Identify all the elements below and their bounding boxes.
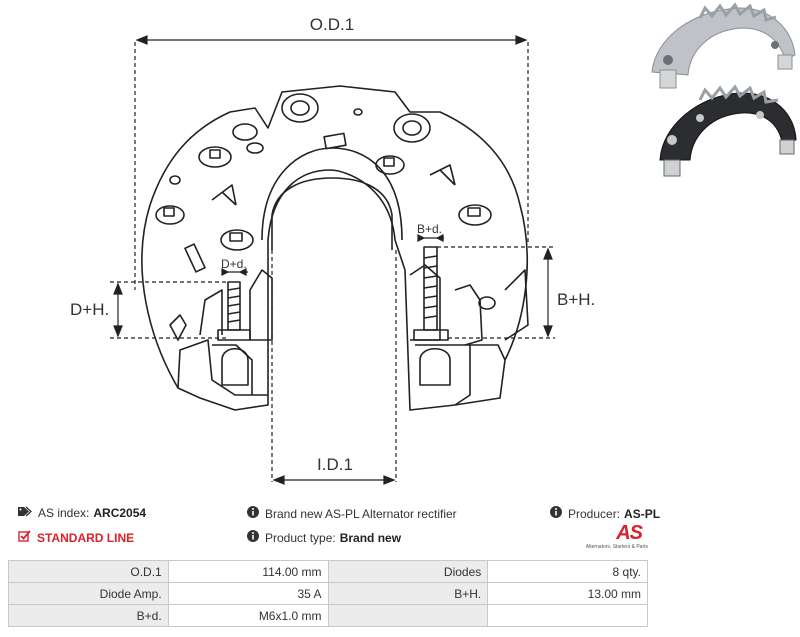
as-index-label: AS index: bbox=[38, 506, 90, 520]
tags-icon bbox=[18, 506, 32, 520]
spec-value: 8 qty. bbox=[487, 560, 648, 583]
product-type-label: Product type: bbox=[265, 530, 336, 545]
producer-label: Producer: bbox=[568, 506, 621, 521]
technical-drawing: O.D.1 I.D.1 D+H. B+H. D+d. B+d. bbox=[70, 2, 797, 485]
table-row: Diode Amp. 35 A B+H. 13.00 mm bbox=[8, 582, 648, 605]
checkbox-icon bbox=[18, 530, 31, 545]
spec-key bbox=[327, 604, 489, 627]
producer-row: Producer: AS-PL bbox=[550, 506, 660, 521]
spec-value: M6x1.0 mm bbox=[167, 604, 329, 627]
product-photo-top bbox=[651, 2, 796, 89]
info-icon bbox=[247, 506, 259, 521]
standard-line-label: STANDARD LINE bbox=[37, 530, 135, 545]
spec-key: Diode Amp. bbox=[8, 582, 169, 605]
product-photo-bottom bbox=[659, 84, 797, 177]
rectifier-outline bbox=[141, 85, 528, 411]
spec-key: B+d. bbox=[8, 604, 169, 627]
dh-label: D+H. bbox=[70, 300, 109, 319]
table-row: O.D.1 114.00 mm Diodes 8 qty. bbox=[8, 560, 648, 583]
product-info: AS index: ARC2054 STANDARD LINE Brand ne… bbox=[0, 500, 800, 556]
producer-value: AS-PL bbox=[624, 506, 661, 521]
as-logo: AS Alternators, Starters & Parts bbox=[586, 522, 648, 554]
dd-label: D+d. bbox=[221, 257, 247, 271]
spec-value: 114.00 mm bbox=[167, 560, 329, 583]
spec-key: O.D.1 bbox=[8, 560, 169, 583]
table-row: B+d. M6x1.0 mm bbox=[8, 604, 648, 627]
standard-line-row: STANDARD LINE bbox=[18, 530, 134, 545]
spec-key: B+H. bbox=[327, 582, 489, 605]
description-text: Brand new AS-PL Alternator rectifier bbox=[265, 506, 457, 521]
specs-table: O.D.1 114.00 mm Diodes 8 qty. Diode Amp.… bbox=[8, 560, 648, 627]
spec-value bbox=[487, 604, 648, 627]
as-index-value: ARC2054 bbox=[93, 506, 147, 520]
spec-value: 35 A bbox=[167, 582, 329, 605]
product-type-row: Product type: Brand new bbox=[247, 530, 401, 545]
info-icon bbox=[550, 506, 562, 521]
bh-label: B+H. bbox=[557, 290, 595, 309]
product-type-value: Brand new bbox=[339, 530, 402, 545]
description-row: Brand new AS-PL Alternator rectifier bbox=[247, 506, 457, 521]
spec-key: Diodes bbox=[327, 560, 489, 583]
logo-mark: AS bbox=[616, 522, 643, 544]
as-index-row: AS index: ARC2054 bbox=[18, 506, 146, 520]
spec-value: 13.00 mm bbox=[487, 582, 648, 605]
info-icon bbox=[247, 530, 259, 545]
logo-tagline: Alternators, Starters & Parts bbox=[585, 544, 648, 550]
id-label: I.D.1 bbox=[317, 455, 353, 474]
bd-label: B+d. bbox=[417, 222, 442, 236]
od-label: O.D.1 bbox=[310, 15, 354, 34]
